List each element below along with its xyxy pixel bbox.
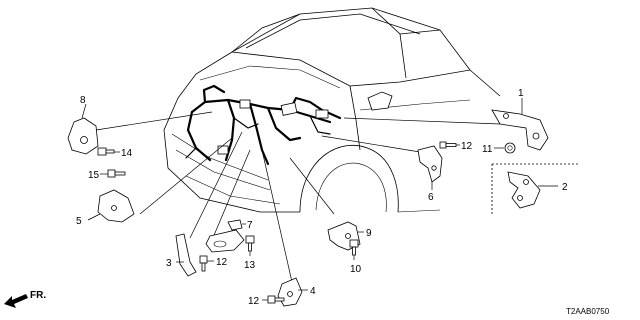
callout-13: 12 [248,296,260,307]
callout-12-bottom: 12 [216,257,228,268]
strap-3 [175,233,197,277]
mirror-shape [367,91,393,111]
callout-5: 5 [76,216,82,227]
clip-7 [205,219,246,253]
callout-3: 3 [166,258,172,269]
bracket-6 [417,145,443,190]
wire-harness [185,84,342,166]
callout-2: 2 [562,182,568,193]
callout-12-left: 15 [88,170,100,181]
callout-4: 4 [310,286,316,297]
callout-15: 13 [244,260,256,271]
callout-8: 8 [80,95,86,106]
direction-label: FR. [30,290,46,301]
bracket-8 [67,103,99,155]
front-direction-arrow [4,294,28,308]
bracket-9 [327,221,364,251]
bracket-4 [277,277,308,307]
bolt-12-left [100,169,126,178]
bolt-12-right [439,141,460,149]
callout-11: 11 [482,144,493,155]
bolt-12-bottom [199,255,214,272]
bracket-5 [87,189,135,223]
nut-11 [494,142,516,154]
callout-7: 7 [247,220,253,231]
diagram-code: T2AAB0750 [566,307,610,316]
callout-12-right: 12 [461,141,473,152]
car-body-outline [163,7,501,213]
bolt-13 [262,295,285,304]
callout-1: 1 [518,88,524,99]
bracket-1 [491,98,549,151]
bolt-15 [245,235,255,256]
leader-lines [95,111,501,283]
bolt-10 [349,239,359,260]
callout-10: 10 [350,264,362,275]
callout-9: 9 [366,228,372,239]
inset-box-2 [491,163,578,216]
callout-6: 6 [428,192,434,203]
callout-14: 14 [121,148,133,159]
bolt-14 [97,147,120,156]
